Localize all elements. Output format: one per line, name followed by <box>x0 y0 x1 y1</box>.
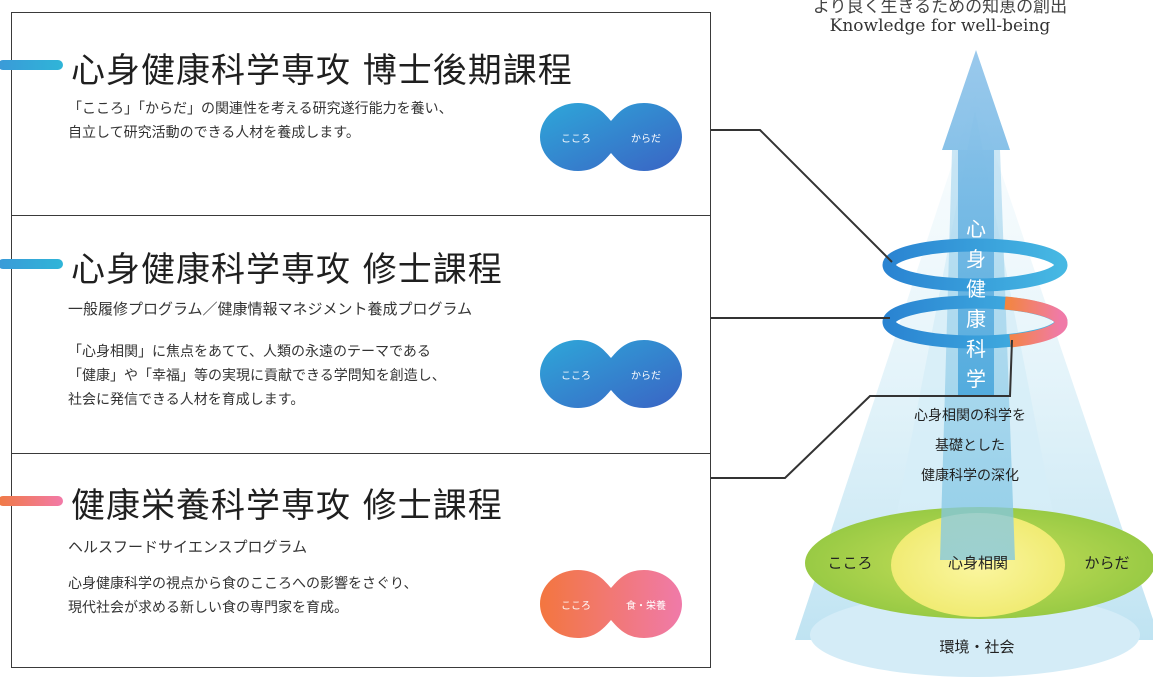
badge-left-label: こころ <box>561 371 591 382</box>
connector-line-nutrition <box>711 339 1013 479</box>
program-title: 健康栄養科学専攻 修士課程 <box>71 486 503 526</box>
base-right-label: からだ <box>1084 554 1129 572</box>
kokoro-karada-badge: こころ からだ <box>540 103 682 171</box>
program-subtitle: ヘルスフードサイエンスプログラム <box>68 538 308 556</box>
badge-right-label: からだ <box>631 370 661 382</box>
vertical-char: 健 <box>966 277 986 301</box>
program-doctoral: 心身健康科学専攻 博士後期課程 「こころ」「からだ」の関連性を考える研究遂行能力… <box>0 13 710 215</box>
ring-upper <box>882 238 1068 292</box>
badge-left-label: こころ <box>561 601 591 612</box>
description-line: 「心身相関」に焦点をあてて、人類の永遠のテーマである <box>68 344 431 360</box>
program-description: 「こころ」「からだ」の関連性を考える研究遂行能力を養い、 自立して研究活動のでき… <box>68 97 453 145</box>
vertical-char: 心 <box>966 217 986 241</box>
description-line: 「こころ」「からだ」の関連性を考える研究遂行能力を養い、 <box>68 101 453 117</box>
base-ellipse <box>810 593 1140 677</box>
description-line: 現代社会が求める新しい食の専門家を育成。 <box>68 600 348 616</box>
program-description: 心身健康科学の視点から食のこころへの影響をさぐり、 現代社会が求める新しい食の専… <box>68 572 417 620</box>
program-panel: 心身健康科学専攻 博士後期課程 「こころ」「からだ」の関連性を考える研究遂行能力… <box>0 12 711 668</box>
description-line: 自立して研究活動のできる人材を養成します。 <box>68 125 360 141</box>
program-title: 心身健康科学専攻 修士課程 <box>71 250 503 290</box>
badge-right-label: からだ <box>631 133 661 145</box>
ring-lower <box>882 295 1068 349</box>
vertical-label: 心 身 健 康 科 学 <box>966 217 986 391</box>
cone-caption-line: 健康科学の深化 <box>921 467 1019 484</box>
vertical-char: 身 <box>966 247 986 271</box>
description-line: 社会に発信できる人材を育成します。 <box>68 392 305 408</box>
program-description: 「心身相関」に焦点をあてて、人類の永遠のテーマである 「健康」や「幸福」等の実現… <box>68 340 446 412</box>
badge-right-label: 食・栄養 <box>626 599 666 612</box>
accent-bar-blue <box>0 259 63 269</box>
header-english: Knowledge for well-being <box>829 16 1051 36</box>
middle-cone <box>880 110 1070 600</box>
description-line: 「健康」や「幸福」等の実現に貢献できる学問知を創造し、 <box>68 368 446 384</box>
kokoro-karada-badge: こころ からだ <box>540 340 682 408</box>
base-left-label: こころ <box>827 554 872 572</box>
program-masters-mind-body: 心身健康科学専攻 修士課程 一般履修プログラム／健康情報マネジメント養成プログラ… <box>0 215 710 453</box>
kokoro-food-badge: こころ 食・栄養 <box>540 570 682 638</box>
connector-line-doctoral <box>711 129 893 263</box>
accent-bar-blue <box>0 60 63 70</box>
accent-bar-pink <box>0 496 63 506</box>
vertical-char: 学 <box>966 367 986 391</box>
description-line: 心身健康科学の視点から食のこころへの影響をさぐり、 <box>68 576 418 592</box>
program-title: 心身健康科学専攻 博士後期課程 <box>71 51 573 91</box>
up-arrow-icon <box>942 50 1010 395</box>
base-bottom-label: 環境・社会 <box>939 638 1014 656</box>
program-subtitle: 一般履修プログラム／健康情報マネジメント養成プログラム <box>68 300 473 318</box>
cone-caption: 心身相関の科学を 基礎とした 健康科学の深化 <box>914 408 1026 484</box>
header-japanese: より良く生きるための知恵の創出 <box>812 0 1068 17</box>
outer-cone <box>795 95 1153 640</box>
base-center-label: 心身相関 <box>948 554 1008 572</box>
vertical-char: 康 <box>966 307 986 331</box>
vertical-char: 科 <box>966 337 986 361</box>
program-masters-nutrition: 健康栄養科学専攻 修士課程 ヘルスフードサイエンスプログラム 心身健康科学の視点… <box>0 453 710 667</box>
cone-caption-line: 基礎とした <box>935 437 1005 454</box>
ring-lower-pink-segment <box>1004 296 1068 348</box>
base-green-ellipse <box>805 507 1153 619</box>
inner-beam <box>940 150 1015 560</box>
cone-caption-line: 心身相関の科学を <box>914 408 1026 424</box>
badge-left-label: こころ <box>561 134 591 145</box>
base-yellow-ellipse <box>891 513 1065 617</box>
